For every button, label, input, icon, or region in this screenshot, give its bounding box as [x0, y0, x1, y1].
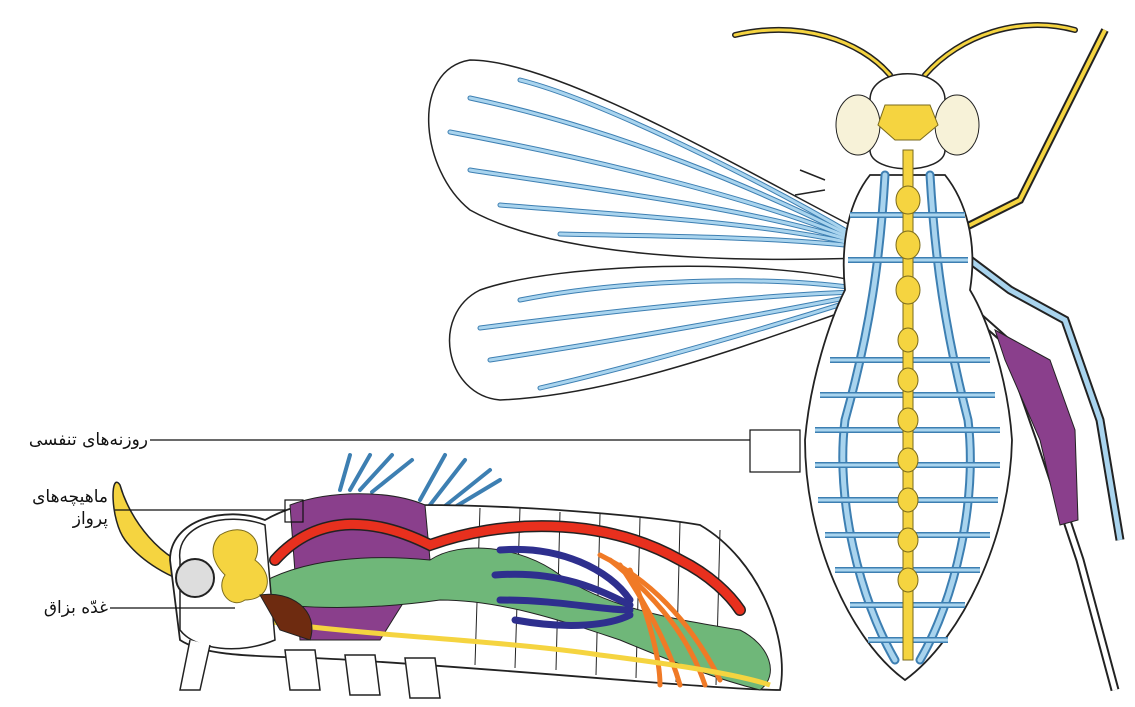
label-flight-muscles-1: ماهیچه‌های [8, 486, 108, 508]
forewing [429, 60, 860, 259]
label-flight-muscles-2: پرواز [8, 508, 108, 530]
label-salivary-gland: غدّه بزاق [8, 597, 108, 619]
hindwing [450, 266, 860, 400]
lateral-view-insect [113, 455, 782, 698]
respiratory-bracket [750, 430, 800, 472]
compound-eye [176, 559, 214, 597]
label-respiratory-openings: روزنه‌های تنفسی [10, 429, 148, 451]
antennae [735, 25, 1075, 75]
